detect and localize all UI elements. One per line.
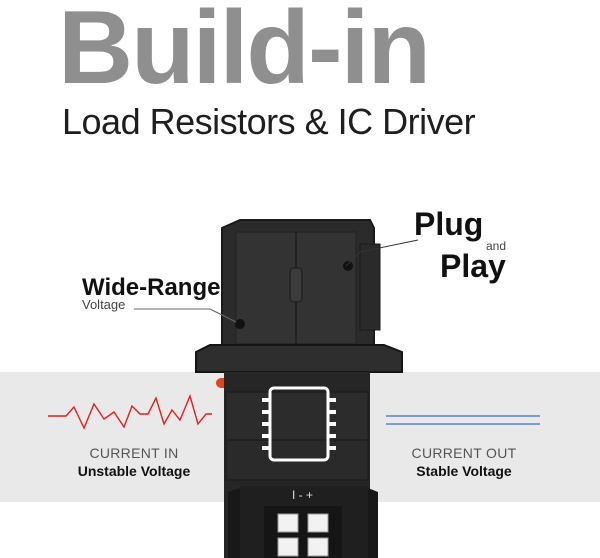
wide-range-label: Wide-Range <box>82 274 221 301</box>
headline-subtitle: Load Resistors & IC Driver <box>62 101 476 142</box>
pin-label: I - + <box>292 488 314 502</box>
and-label: and <box>486 239 507 253</box>
current-in-sub: Unstable Voltage <box>77 463 191 479</box>
current-in-label: CURRENT IN <box>89 445 179 461</box>
voltage-label: Voltage <box>82 297 126 312</box>
plug-label: Plug <box>414 206 484 242</box>
headline-title: Build-in <box>58 0 431 106</box>
current-out-label: CURRENT OUT <box>411 445 517 461</box>
play-label: Play <box>440 248 506 284</box>
current-out-sub: Stable Voltage <box>416 463 512 479</box>
unstable-current-line <box>48 393 212 430</box>
plug-leader-line <box>345 251 361 267</box>
